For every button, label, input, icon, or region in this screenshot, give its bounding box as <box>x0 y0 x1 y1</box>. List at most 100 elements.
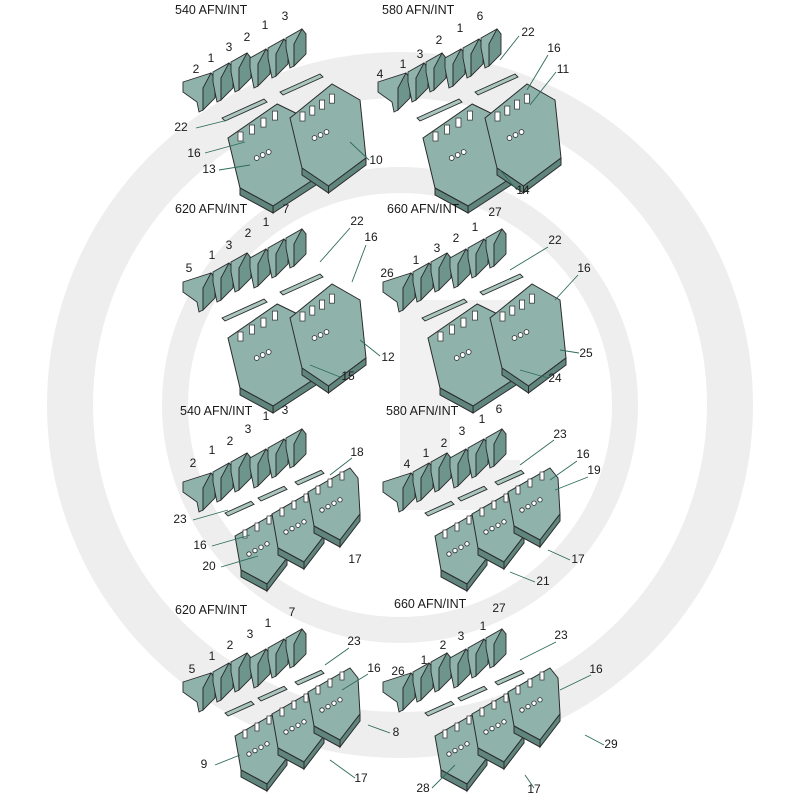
leader-line <box>319 227 351 263</box>
plate-slot <box>432 131 439 142</box>
part-number-label: 2 <box>227 434 234 448</box>
model-title: 580 AFN/INT <box>386 404 459 418</box>
part-number-label: 1 <box>400 57 407 71</box>
blade-plate-edge <box>277 747 305 770</box>
leader-line <box>204 141 246 154</box>
plate-slot <box>503 493 509 503</box>
bolt-hole <box>495 722 501 728</box>
part-number-label: 22 <box>521 25 535 39</box>
plate-slot <box>442 729 448 739</box>
part-number-label: 2 <box>245 226 252 240</box>
leader-line <box>195 119 229 129</box>
bolt-hole <box>246 751 252 757</box>
knife-tooth-side <box>433 52 447 92</box>
leader-line <box>526 54 549 91</box>
bolt-hole <box>531 700 537 706</box>
knife-tooth-side <box>238 252 252 292</box>
part-number-label: 8 <box>393 725 400 739</box>
knife-tooth-side <box>493 428 507 468</box>
plate-slot <box>299 111 306 122</box>
part-number-label: 25 <box>579 346 593 360</box>
plate-slot <box>467 110 473 121</box>
part-number-label: 17 <box>527 782 541 796</box>
blade-plate-edge <box>313 725 341 748</box>
leader-line <box>584 734 605 746</box>
plate-slot <box>315 685 321 695</box>
connecting-rod <box>457 485 488 502</box>
plate-slot <box>327 478 333 488</box>
part-number-label: 13 <box>202 162 216 176</box>
bolt-hole <box>446 551 452 557</box>
part-number-label: 16 <box>547 41 561 55</box>
bolt-hole <box>325 503 331 510</box>
knife-tooth-side <box>238 452 252 492</box>
leader-line <box>192 509 229 521</box>
leader-line <box>524 774 535 789</box>
connecting-rod <box>494 669 525 686</box>
part-number-label: 12 <box>381 350 395 364</box>
part-number-label: 7 <box>283 202 290 216</box>
connecting-rod <box>424 500 455 517</box>
bolt-hole <box>448 155 455 161</box>
bolt-hole <box>295 522 301 528</box>
bolt-hole <box>319 507 325 513</box>
part-number-label: 1 <box>263 409 270 423</box>
plate-slot <box>242 529 248 539</box>
bolt-hole <box>517 332 524 338</box>
part-number-label: 7 <box>289 605 296 619</box>
leader-line <box>529 71 557 106</box>
bolt-hole <box>331 500 337 506</box>
connecting-rod <box>221 98 268 122</box>
blade-plate-edge <box>528 357 567 394</box>
knife-tooth-side <box>488 28 502 68</box>
plate-slot <box>454 522 460 532</box>
part-number-label: 27 <box>492 601 506 615</box>
part-number-label: 5 <box>186 261 193 275</box>
bolt-hole <box>464 741 470 747</box>
leader-line <box>359 339 381 357</box>
part-number-label: 2 <box>193 62 200 76</box>
knife-tooth-side <box>293 28 307 68</box>
bolt-hole <box>537 697 543 703</box>
bolt-hole <box>259 152 266 158</box>
bolt-hole <box>265 349 272 355</box>
blade-plate-edge <box>440 569 468 592</box>
plate-slot <box>524 93 530 104</box>
part-number-label: 1 <box>208 51 215 65</box>
connecting-rod <box>257 485 288 502</box>
leader-line <box>509 246 549 271</box>
part-number-label: 15 <box>341 369 355 383</box>
plate-slot <box>319 299 325 310</box>
blade-plate-edge <box>240 769 268 792</box>
part-number-label: 2 <box>441 436 448 450</box>
bolt-hole <box>323 329 330 335</box>
plate-slot <box>539 671 545 681</box>
bolt-hole <box>464 541 470 547</box>
plate-slot <box>339 471 345 481</box>
plate-slot <box>303 493 309 503</box>
part-number-label: 23 <box>554 628 568 642</box>
knife-tooth-side <box>293 428 307 468</box>
bolt-hole <box>458 544 464 550</box>
connecting-rod <box>421 298 468 322</box>
bolt-hole <box>264 741 270 747</box>
plate-slot <box>309 305 316 316</box>
part-number-label: 11 <box>557 62 570 76</box>
plate-slot <box>279 707 285 717</box>
plate-slot <box>515 685 521 695</box>
bolt-hole <box>452 747 458 754</box>
part-number-label: 20 <box>202 559 216 573</box>
bolt-hole <box>459 352 466 358</box>
knife-tooth-side <box>493 628 507 668</box>
blade-plate-edge <box>328 357 367 394</box>
leader-line <box>218 164 251 171</box>
leader-line <box>519 641 557 661</box>
plate-slot <box>527 678 533 688</box>
part-number-label: 3 <box>434 241 441 255</box>
